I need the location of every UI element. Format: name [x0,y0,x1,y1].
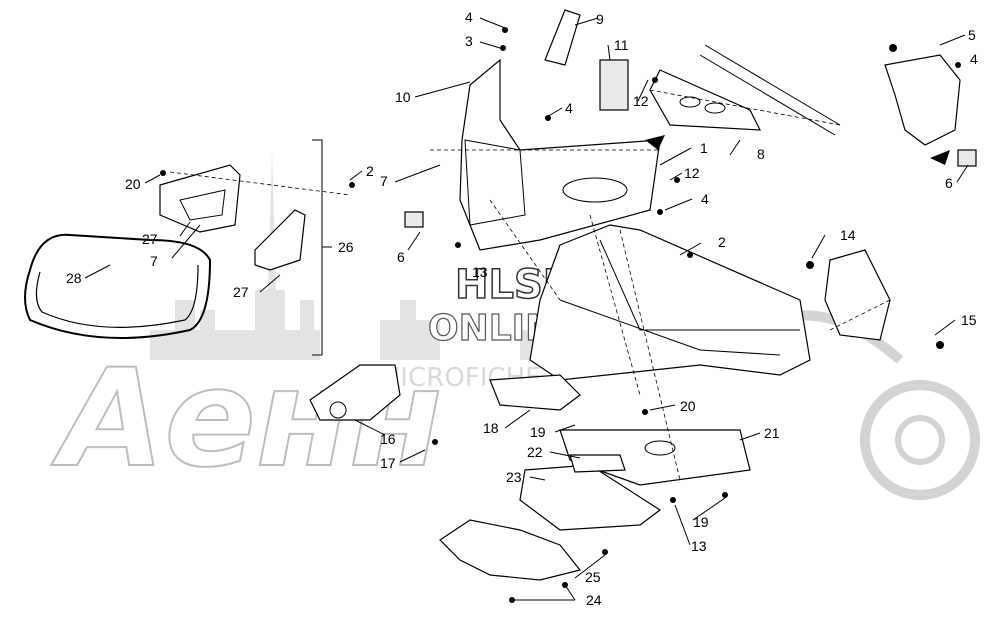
part-block-11 [599,59,629,111]
callout-28: 28 [66,270,82,286]
callout-7a: 7 [380,173,388,189]
callout-27b: 27 [233,284,249,300]
callout-25: 25 [585,569,601,585]
callout-10: 10 [395,89,411,105]
part-mirror-9 [544,9,581,66]
part-front-frame [459,58,661,251]
callout-5: 5 [968,27,976,43]
direction-arrows [645,135,950,165]
callout-15: 15 [961,312,977,328]
callout-labels: 1 2 2 3 4 4 4 4 5 6 6 7 7 8 9 10 11 12 1… [66,9,978,608]
callout-2b: 2 [718,234,726,250]
part-spindle-16 [309,364,401,421]
callout-4a: 4 [465,9,473,25]
callout-14: 14 [840,227,856,243]
callout-13b: 13 [691,538,707,554]
callout-17: 17 [380,455,396,471]
part-chassis [529,224,811,381]
hardware-fasteners [160,27,961,603]
alignment-lines [169,89,891,481]
callout-22: 22 [527,444,543,460]
callout-6a: 6 [397,249,405,265]
callout-4c: 4 [701,191,709,207]
callout-1: 1 [700,140,708,156]
part-bracket-lower [254,209,306,271]
part-block-6a [404,211,424,228]
callout-20b: 20 [680,398,696,414]
callout-23: 23 [506,469,522,485]
part-bracket-14 [824,249,891,341]
callout-6b: 6 [945,175,953,191]
callout-12a: 12 [633,93,649,109]
callout-4b: 4 [565,100,573,116]
callout-9: 9 [596,11,604,27]
callout-18: 18 [483,420,499,436]
part-block-6b [957,149,977,167]
callout-24: 24 [586,592,602,608]
callout-3: 3 [465,33,473,49]
callout-20a: 20 [125,176,141,192]
part-guard-25 [439,519,582,581]
callout-21: 21 [764,425,780,441]
part-18 [489,374,581,411]
part-bumper-loop [24,233,212,339]
callout-11: 11 [614,37,629,53]
callout-16: 16 [380,431,396,447]
callout-19b: 19 [693,514,709,530]
callout-7b: 7 [150,253,158,269]
callout-27a: 27 [142,231,158,247]
part-plate-8 [649,69,761,131]
callout-12b: 12 [684,165,700,181]
callout-26: 26 [338,239,354,255]
group-bracket-26 [312,139,332,356]
part-bracket-upper [159,164,241,233]
callout-8: 8 [757,146,765,162]
leader-lines [84,17,969,601]
callout-19a: 19 [530,424,546,440]
callout-13a: 13 [472,264,488,280]
part-22 [569,454,626,473]
callout-4d: 4 [970,51,978,67]
callout-2a: 2 [366,163,374,179]
part-bracket-5 [884,54,961,146]
